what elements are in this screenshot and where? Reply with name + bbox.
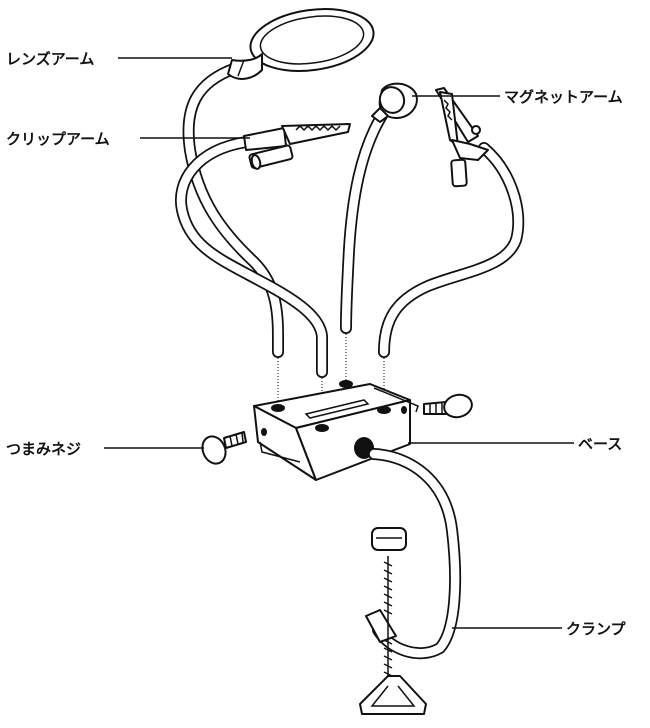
magnet-head [371,82,418,123]
magnifier-lens [227,8,375,80]
base-block [253,380,419,481]
magnet-arm-tube [340,106,390,334]
label-magnet-arm: マグネットアーム [504,88,623,106]
clip-arm-tube-left [175,136,328,378]
lens-arm-tube [182,62,285,358]
leader-lines [104,57,574,629]
thumb-screw-left [201,431,247,465]
label-clip-arm: クリップアーム [6,130,110,148]
thumb-screw-right [423,393,473,419]
alligator-clip-left [243,123,351,170]
clip-arm-tube-right [378,142,525,358]
label-thumb-screw: つまみネジ [6,440,81,458]
label-base: ベース [578,435,622,453]
c-clamp [359,448,462,715]
label-lens-arm: レンズアーム [6,50,94,68]
label-clamp: クランプ [566,620,627,638]
alligator-clip-right [435,87,489,188]
